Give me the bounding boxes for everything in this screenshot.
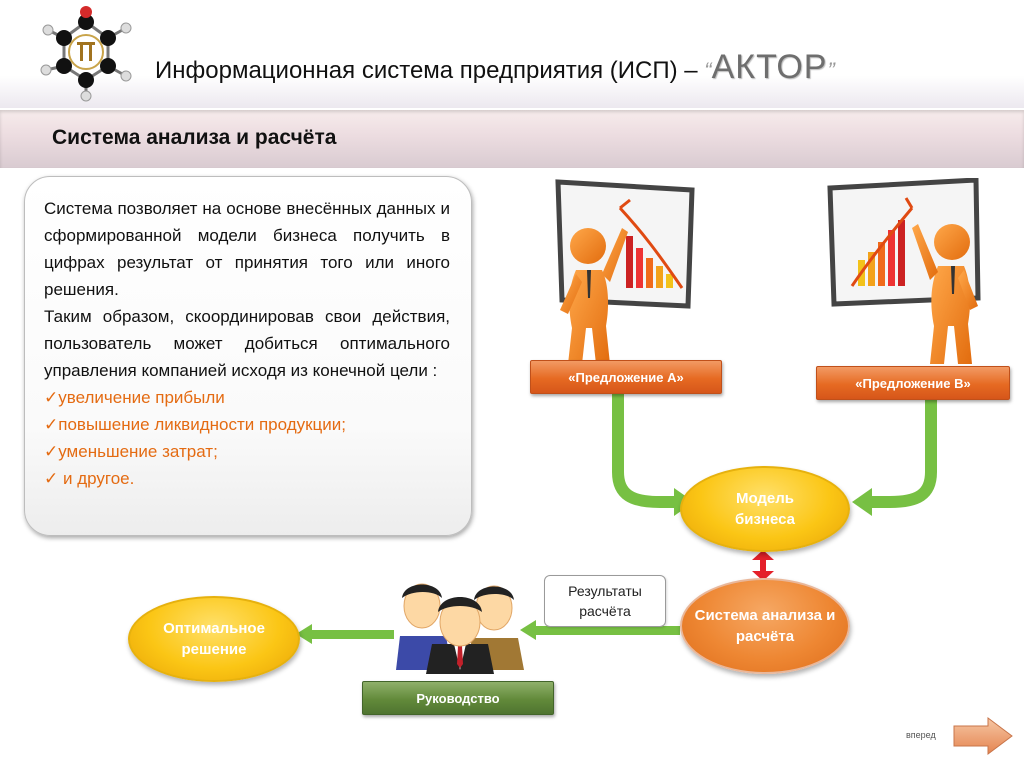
arrow-head	[752, 571, 774, 581]
business-model-node: Модель бизнеса	[680, 466, 850, 552]
header	[0, 0, 1024, 108]
arrow-head	[752, 550, 774, 560]
arrow-head	[520, 620, 536, 640]
optimal-solution-node: Оптимальное решение	[128, 596, 300, 682]
goal-item: ✓ и другое.	[44, 465, 450, 492]
molecule-logo-icon	[40, 6, 132, 102]
section-title: Система анализа и расчёта	[52, 126, 337, 149]
management-people-icon	[396, 583, 524, 674]
proposal-b-label: «Предложение В»	[816, 366, 1010, 400]
info-panel	[24, 176, 472, 536]
page-title: Информационная система предприятия (ИСП)…	[155, 48, 835, 87]
brand-name: АКТОР	[711, 48, 828, 86]
proposal-a-label: «Предложение А»	[530, 360, 722, 394]
subheader-band	[0, 110, 1024, 168]
info-text: Система позволяет на основе внесённых да…	[44, 195, 450, 492]
quote-open: “	[704, 58, 712, 83]
quote-close: ”	[827, 58, 835, 83]
description-paragraph: Система позволяет на основе внесённых да…	[44, 199, 450, 299]
forward-arrow-icon[interactable]	[952, 716, 1014, 756]
checkmark-icon: ✓	[44, 469, 59, 488]
goal-text: увеличение прибыли	[58, 388, 225, 407]
goal-item: ✓уменьшение затрат;	[44, 438, 450, 465]
goal-text: повышение ликвидности продукции;	[58, 415, 347, 434]
forward-link[interactable]: вперед	[906, 730, 936, 740]
analysis-system-node: Система анализа и расчёта	[680, 578, 850, 674]
analysis-system-text: Система анализа и расчёта	[694, 607, 836, 645]
arrow-analysis-to-management	[534, 626, 680, 635]
goal-text: и другое.	[58, 469, 135, 488]
description-paragraph: Таким образом, скоординировав свои дейст…	[44, 307, 450, 380]
arrow-head	[852, 488, 872, 516]
results-box: Результаты расчёта	[544, 575, 666, 627]
title-text: Информационная система предприятия (ИСП)…	[155, 57, 705, 84]
double-arrow-shaft	[760, 559, 766, 572]
arrow-proposal-b-to-model	[870, 400, 937, 508]
presenter-board-icon	[555, 179, 695, 364]
arrow-management-to-solution	[310, 630, 394, 639]
checkmark-icon: ✓	[44, 388, 59, 407]
goal-item: ✓повышение ликвидности продукции;	[44, 411, 450, 438]
optimal-solution-text: Оптимальное решение	[163, 620, 265, 658]
goal-item: ✓увеличение прибыли	[44, 384, 450, 411]
business-model-text: Модель бизнеса	[734, 490, 795, 528]
presenter-board-icon	[827, 178, 981, 364]
checkmark-icon: ✓	[44, 442, 59, 461]
management-label: Руководство	[362, 681, 554, 715]
arrow-proposal-a-to-model	[612, 392, 676, 508]
results-text: Результаты расчёта	[568, 583, 642, 619]
arrow-head	[296, 624, 312, 644]
goal-text: уменьшение затрат;	[58, 442, 218, 461]
checkmark-icon: ✓	[44, 415, 59, 434]
